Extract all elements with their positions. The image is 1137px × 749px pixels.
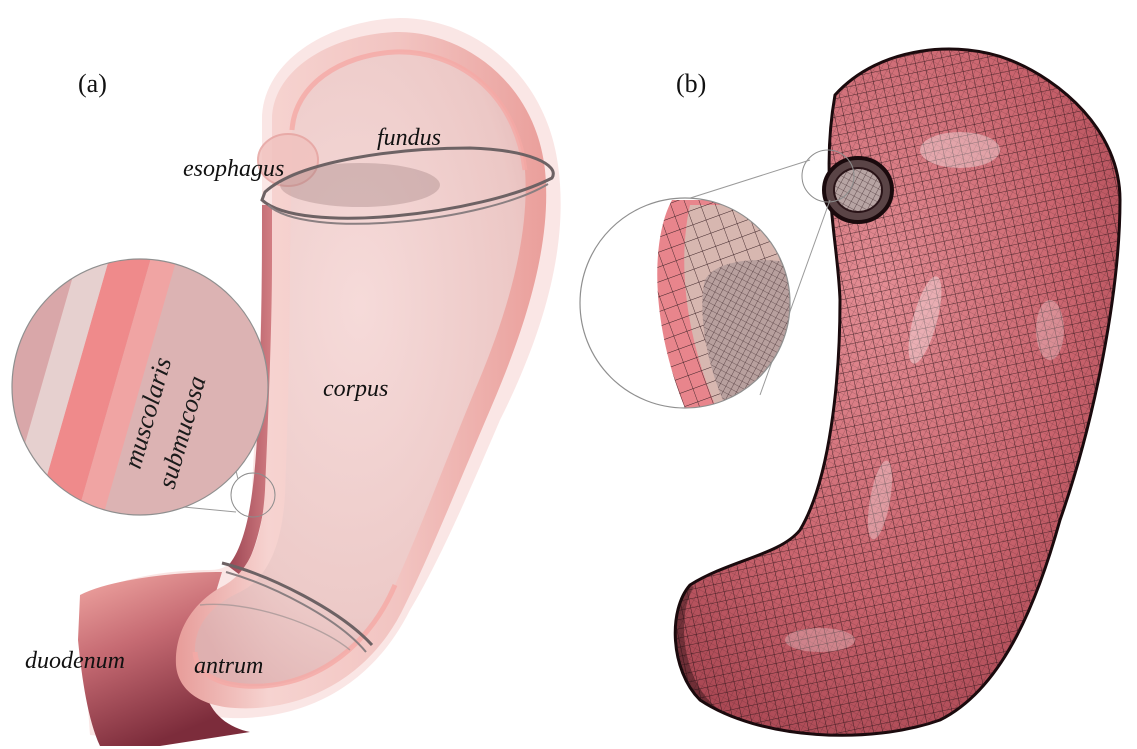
antrum-label: antrum xyxy=(194,653,263,679)
fundus-label: fundus xyxy=(377,125,441,151)
duodenum-label: duodenum xyxy=(25,648,125,674)
esophagus-label: esophagus xyxy=(183,156,284,182)
corpus-label: corpus xyxy=(323,376,388,402)
stomach-layered-illustration: muscolaris submucosa (a) fundus esophagu… xyxy=(0,18,561,746)
mesh-section-zoom xyxy=(580,198,800,420)
panel-a-label: (a) xyxy=(78,69,107,98)
stomach-fe-mesh: (b) xyxy=(580,30,1137,749)
panel-b-label: (b) xyxy=(676,69,706,98)
